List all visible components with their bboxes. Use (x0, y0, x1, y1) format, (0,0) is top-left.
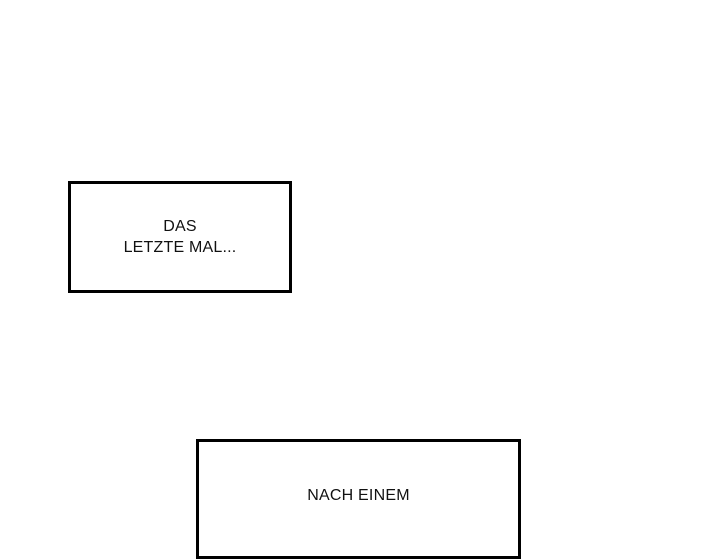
caption-line: NACH EINEM (307, 487, 410, 504)
caption-box-last-time: DAS LETZTE MAL... (68, 181, 292, 293)
caption-line: DAS (163, 218, 197, 235)
caption-line: LETZTE MAL... (123, 239, 237, 256)
caption-box-after-a: NACH EINEM (196, 439, 521, 559)
